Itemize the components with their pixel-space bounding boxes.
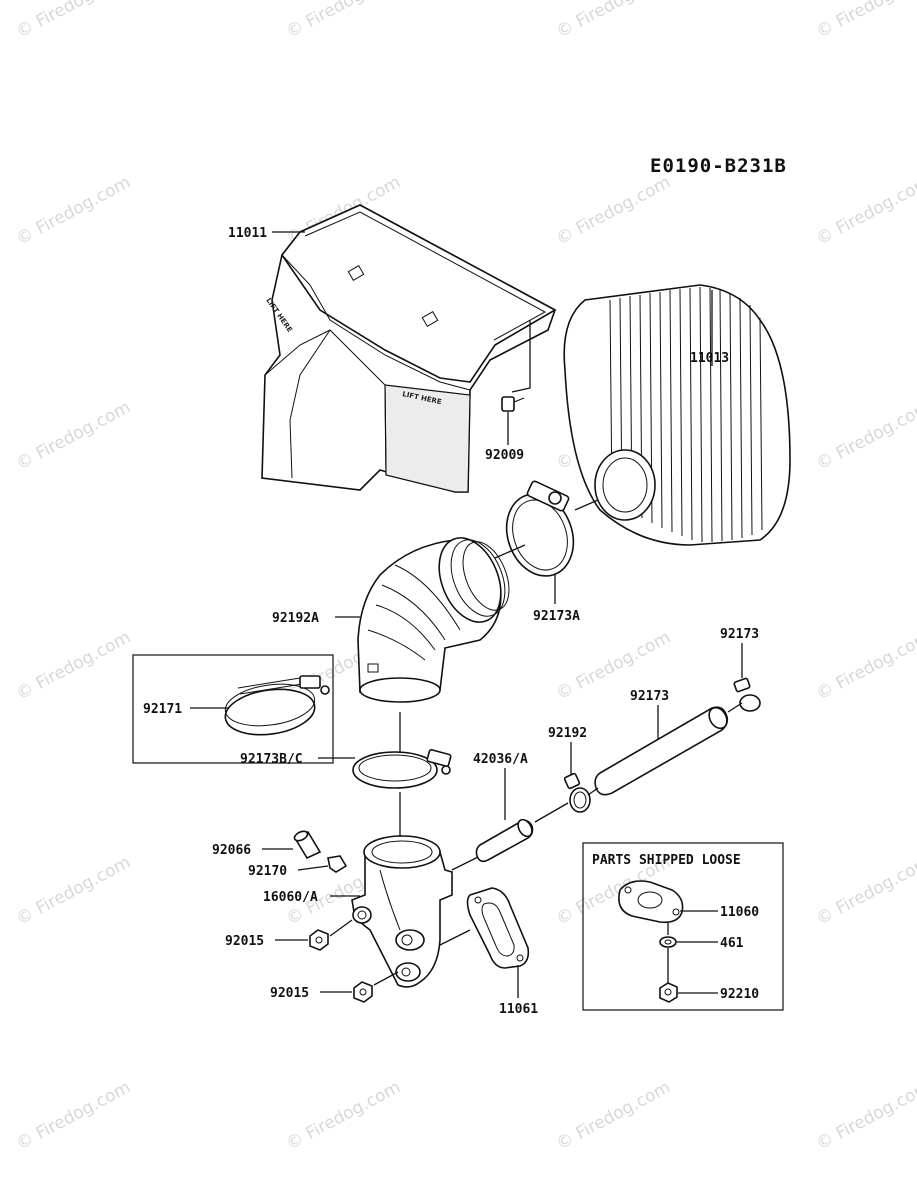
- label-92066: 92066: [212, 843, 251, 858]
- hose-clamp-inset-box: [132, 654, 334, 764]
- label-461: 461: [720, 936, 744, 951]
- label-92173-mid: 92192: [548, 726, 587, 741]
- label-92171: 92171: [143, 702, 182, 717]
- loose-box-title: PARTS SHIPPED LOOSE: [592, 853, 741, 868]
- watermark: © Firedog.com: [553, 0, 674, 42]
- watermark: © Firedog.com: [813, 627, 917, 704]
- gasket-drawing: [466, 887, 530, 969]
- watermark: © Firedog.com: [813, 172, 917, 249]
- small-clamp-right-drawing: [733, 677, 761, 712]
- diagram-code: E0190-B231B: [650, 155, 787, 177]
- filter-element-drawing: [563, 284, 791, 546]
- breather-hose-drawing: [594, 706, 729, 796]
- watermark: © Firedog.com: [13, 172, 134, 249]
- label-92192A: 92192A: [272, 611, 319, 626]
- label-42036/A: 42036/A: [473, 752, 528, 767]
- air-cleaner-housing-drawing: LIFT HERE LIFT HERE: [261, 204, 557, 493]
- watermark: © Firedog.com: [13, 397, 134, 474]
- loose-nut-drawing: [659, 982, 678, 1003]
- watermark: © Firedog.com: [813, 397, 917, 474]
- nut-upper-drawing: [309, 929, 329, 951]
- watermark: © Firedog.com: [283, 1077, 404, 1154]
- label-92210: 92210: [720, 987, 759, 1002]
- watermark: © Firedog.com: [13, 0, 134, 42]
- label-92015-upper: 92015: [225, 934, 264, 949]
- breather-pipe-drawing: [475, 818, 534, 863]
- collar-drawing: [293, 830, 322, 860]
- loose-washer-drawing: [659, 936, 677, 948]
- watermark: © Firedog.com: [553, 1077, 674, 1154]
- small-clamp-mid-drawing: [563, 772, 591, 813]
- loose-gasket-drawing: [618, 880, 684, 924]
- watermark: © Firedog.com: [813, 0, 917, 42]
- lower-clamp-drawing: [352, 749, 452, 789]
- upper-duct-drawing: [357, 537, 510, 703]
- label-92192: 92173: [630, 689, 669, 704]
- watermark: © Firedog.com: [553, 172, 674, 249]
- label-92009: 92009: [485, 448, 524, 463]
- elbow-body-drawing: [351, 835, 453, 988]
- parts-shipped-loose-box: [582, 842, 784, 1011]
- label-11060: 11060: [720, 905, 759, 920]
- label-92170: 92170: [248, 864, 287, 879]
- watermark: © Firedog.com: [283, 0, 404, 42]
- label-11011: 11011: [228, 226, 267, 241]
- hose-clamp-drawing: [224, 675, 330, 736]
- label-16060/A: 16060/A: [263, 890, 318, 905]
- watermark: © Firedog.com: [13, 627, 134, 704]
- label-11013: 11013: [690, 351, 729, 366]
- label-92173-right: 92173: [720, 627, 759, 642]
- watermark: © Firedog.com: [13, 1077, 134, 1154]
- label-11061: 11061: [499, 1002, 538, 1017]
- large-clamp-upper-drawing: [505, 480, 575, 577]
- clip-drawing: [327, 855, 348, 873]
- watermark: © Firedog.com: [813, 1077, 917, 1154]
- label-92015-lower: 92015: [270, 986, 309, 1001]
- label-92173A: 92173A: [533, 609, 580, 624]
- label-92173B/C: 92173B/C: [240, 752, 303, 767]
- watermark: © Firedog.com: [813, 852, 917, 929]
- nut-lower-drawing: [353, 981, 373, 1003]
- watermark: © Firedog.com: [13, 852, 134, 929]
- housing-bolt-drawing: [501, 396, 525, 412]
